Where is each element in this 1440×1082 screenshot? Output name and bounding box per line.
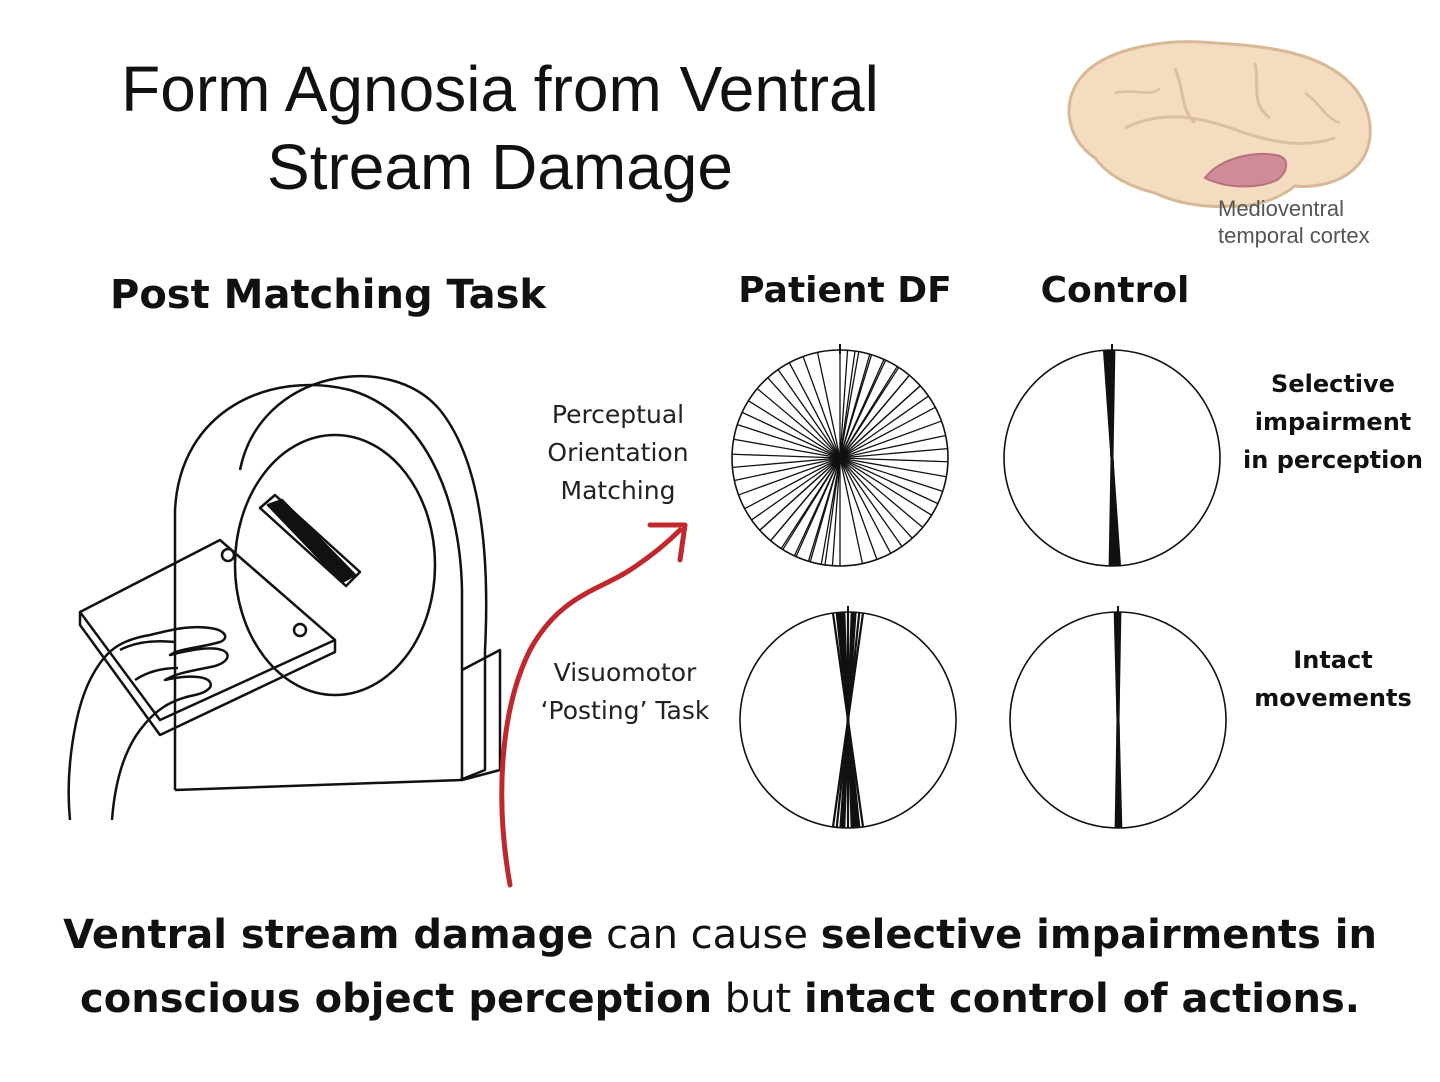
card: [78, 538, 337, 722]
column-header-patient: Patient DF: [738, 270, 952, 311]
row-label-visuomotor: Visuomotor ‘Posting’ Task: [540, 658, 710, 725]
card-screw: [292, 622, 308, 638]
title-line-2: Stream Damage: [267, 131, 733, 203]
disc-face: [173, 383, 464, 792]
disc-edge: [238, 375, 488, 782]
column-header-control: Control: [1040, 270, 1190, 311]
plot-patient-visuomotor: [739, 606, 957, 829]
post-matching-apparatus: [67, 375, 502, 821]
response-line: [1108, 349, 1116, 567]
brain-sulcus: [1253, 62, 1271, 120]
note-selective-impairment: Selective impairment in perception: [1243, 370, 1423, 474]
arrow-shaft: [499, 527, 683, 888]
brain-sulcus: [1114, 87, 1161, 95]
task-title: Post Matching Task: [110, 272, 547, 318]
apparatus-base: [461, 648, 502, 782]
inner-disc: [233, 433, 437, 697]
conclusion-plain-2: but: [712, 976, 804, 1022]
brain-sulcus: [1173, 67, 1197, 125]
slot: [266, 498, 357, 584]
response-line: [1113, 611, 1123, 829]
red-curved-arrow: [499, 522, 688, 888]
row-label-perceptual: Perceptual Orientation Matching: [547, 400, 689, 505]
plot-patient-perceptual: [731, 344, 949, 567]
response-line: [759, 385, 921, 531]
brain-sulcus: [1124, 115, 1336, 145]
conclusion-emph-3: conscious object perception: [80, 976, 713, 1022]
brain-region-label: Medioventral temporal cortex: [1218, 195, 1428, 249]
hand-outline: [67, 625, 229, 821]
plot-control-perceptual: [1003, 344, 1221, 567]
card-screw: [220, 547, 236, 563]
brain-label-line-1: Medioventral: [1218, 196, 1344, 221]
response-line: [837, 612, 859, 828]
conclusion-plain-1: can cause: [593, 912, 821, 958]
slot-frame: [258, 493, 362, 588]
slide-title: Form Agnosia from Ventral Stream Damage: [60, 50, 940, 206]
orientation-plots: [731, 344, 1227, 829]
brain-sulcus: [1304, 91, 1341, 125]
hand-finger: [134, 666, 179, 682]
note-intact-movements: Intact movements: [1254, 646, 1412, 712]
conclusion-emph-1: Ventral stream damage: [63, 912, 594, 958]
brain-illustration: [1067, 40, 1372, 208]
card-edge: [78, 612, 337, 737]
title-line-1: Form Agnosia from Ventral: [121, 53, 879, 125]
arrow-head: [647, 522, 688, 563]
brain-label-line-2: temporal cortex: [1218, 223, 1370, 248]
conclusion-emph-2: selective impairments in: [820, 912, 1377, 958]
plot-control-visuomotor: [1009, 606, 1227, 829]
hand-finger: [119, 640, 176, 652]
conclusion-emph-4: intact control of actions.: [803, 976, 1360, 1022]
conclusion-text: Ventral stream damage can cause selectiv…: [40, 903, 1400, 1031]
lesion-region: [1203, 153, 1288, 188]
